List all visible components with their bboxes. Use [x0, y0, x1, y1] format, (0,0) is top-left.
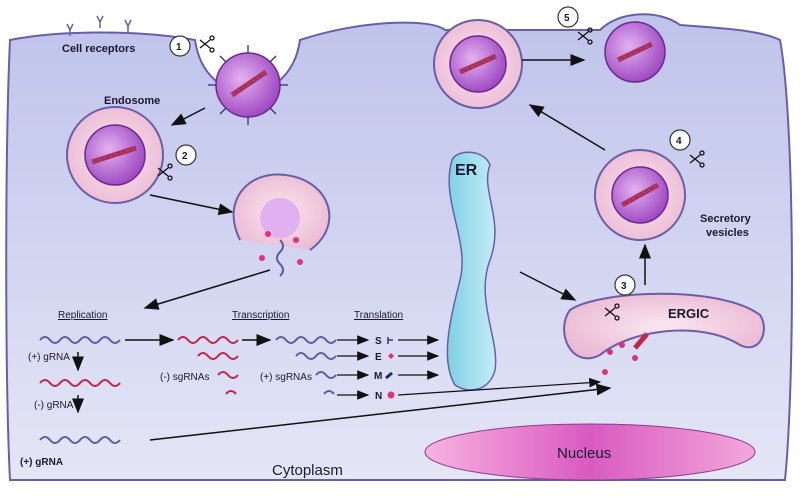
step-4-marker: 4	[669, 129, 691, 151]
virus-entry	[208, 45, 288, 125]
translation-header: Translation	[354, 310, 403, 321]
secretory-vesicles-label-1: Secretory	[700, 213, 752, 225]
flow-arrows	[72, 54, 651, 441]
protein-m-label: M	[374, 371, 382, 382]
nucleus	[424, 423, 756, 481]
ergic-label: ERGIC	[668, 306, 710, 321]
protein-n-label: N	[375, 391, 382, 402]
endoplasmic-reticulum	[446, 151, 497, 391]
scissors-icon	[689, 150, 705, 168]
svg-text:4: 4	[676, 136, 682, 147]
translation-arrows	[337, 335, 602, 400]
cell-membrane	[5, 13, 793, 481]
step-3-marker: 3	[614, 274, 636, 296]
cell-receptors	[66, 15, 132, 36]
nucleus-label: Nucleus	[557, 445, 611, 462]
scissors-icon	[199, 35, 215, 53]
uncoating-vesicle	[232, 173, 331, 277]
cell-receptors-label: Cell receptors	[62, 43, 135, 55]
virus-spikes	[208, 45, 288, 125]
ergic	[563, 292, 765, 375]
svg-text:1: 1	[176, 42, 182, 53]
rna-strands	[39, 336, 337, 444]
svg-text:3: 3	[621, 281, 627, 292]
protein-s-label: S	[375, 336, 382, 347]
neg-grna-label: (-) gRNA	[34, 400, 74, 411]
protein-glyphs	[385, 337, 395, 399]
er-label: ER	[455, 162, 478, 179]
scissors-icon	[604, 303, 620, 321]
step-2-marker: 2	[175, 144, 197, 166]
scissors-icon	[577, 27, 593, 45]
secretory-vesicles-label-2: vesicles	[706, 227, 749, 239]
endosome	[66, 106, 164, 204]
step-5-marker: 5	[557, 6, 579, 28]
pos-grna-bold-label: (+) gRNA	[20, 457, 63, 468]
svg-text:5: 5	[564, 13, 570, 24]
pos-grna-label: (+) gRNA	[28, 352, 70, 363]
pos-sgrnas-label: (+) sgRNAs	[260, 372, 312, 383]
endosome-label: Endosome	[104, 95, 160, 107]
exocytosis-vesicle	[433, 19, 523, 109]
secretory-vesicle	[594, 149, 686, 241]
step-1-marker: 1	[169, 35, 191, 57]
transcription-header: Transcription	[232, 310, 289, 321]
scissors-icon	[157, 163, 173, 181]
released-virus	[604, 21, 666, 83]
neg-sgrnas-label: (-) sgRNAs	[160, 372, 209, 383]
replication-header: Replication	[58, 310, 107, 321]
cytoplasm-label: Cytoplasm	[272, 462, 343, 479]
protein-e-label: E	[375, 352, 382, 363]
svg-text:2: 2	[182, 151, 188, 162]
